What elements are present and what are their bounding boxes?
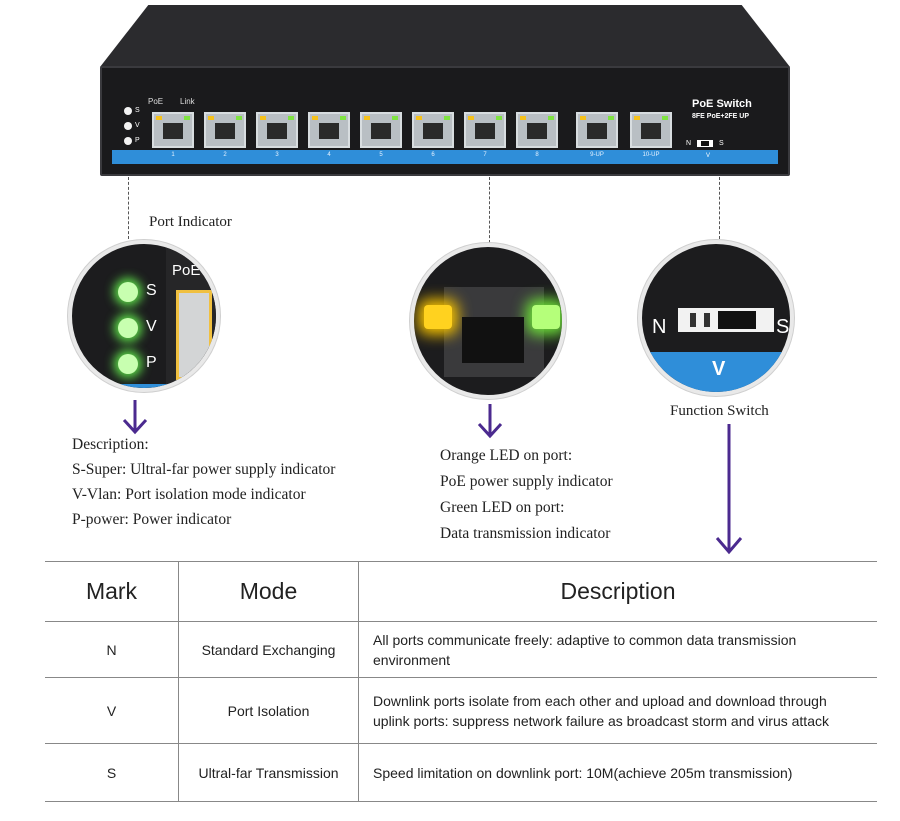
ethernet-port[interactable] [360,112,402,148]
ethernet-port[interactable] [204,112,246,148]
ethernet-port[interactable] [516,112,558,148]
row-mark: N [45,621,179,678]
function-switch-title: Function Switch [670,403,769,419]
indicator-label-v: V [146,318,157,335]
side-led-v-label: V [135,122,140,129]
indicator-description: Description: S-Super: Ultral-far power s… [72,432,335,532]
description-v: V-Vlan: Port isolation mode indicator [72,486,306,503]
port-indicator-title: Port Indicator [149,214,232,230]
description-p: P-power: Power indicator [72,511,232,528]
ethernet-port[interactable] [152,112,194,148]
green-led [532,305,560,329]
row-mark: S [45,743,179,802]
mode-table: Mark Mode Description N Standard Exchang… [45,561,877,802]
description-s: S-Super: Ultral-far power supply indicat… [72,461,336,478]
indicator-label-s: S [146,282,157,299]
arrow-down-icon [477,404,503,439]
row-mode: Ultral-far Transmission [178,743,359,802]
side-led-p-label: P [135,137,140,144]
row-mode: Port Isolation [178,677,359,744]
orange-led [424,305,452,329]
callout-function-switch: N S V [638,240,794,396]
side-led-s [124,107,132,115]
indicator-poe-crop: PoE [172,262,201,279]
connector-port-led [489,177,490,243]
header-mode: Mode [178,561,359,622]
indicator-led-v [118,318,138,338]
green-led-title: Green LED on port: [440,499,565,516]
switch-brand-title: PoE Switch [692,98,752,110]
indicator-led-s [118,282,138,302]
row-description: All ports communicate freely: adaptive t… [373,631,797,668]
ethernet-port[interactable] [576,112,618,148]
switch-v-label: V [706,153,711,159]
port-number-label: 4 [327,152,331,158]
table-row: V Port Isolation Downlink ports isolate … [45,677,877,744]
port-label-strip [112,150,778,164]
function-switch-s: S [776,316,790,338]
green-led-meaning: Data transmission indicator [440,525,611,542]
port-number-label: 8 [535,152,539,158]
indicator-led-p [118,354,138,374]
switch-model: 8FE PoE+2FE UP [692,113,749,120]
orange-led-title: Orange LED on port: [440,447,573,464]
ethernet-port[interactable] [412,112,454,148]
callout-port-indicator: S V P PoE [68,240,220,392]
connector-function-switch [719,177,720,239]
table-header-row: Mark Mode Description [45,561,877,622]
table-row: N Standard Exchanging All ports communic… [45,621,877,678]
switch-n-label: N [686,140,692,147]
poe-column-label: PoE [148,97,164,106]
ethernet-port[interactable] [630,112,672,148]
ethernet-port[interactable] [256,112,298,148]
header-mark: Mark [45,561,179,622]
ethernet-port[interactable] [464,112,506,148]
rj45-jack [462,317,524,363]
header-description: Description [560,578,676,604]
port-number-label: 10-UP [642,152,660,158]
port-number-label: 3 [275,152,279,158]
side-led-p [124,137,132,145]
port-number-label: 9-UP [590,152,604,158]
link-column-label: Link [180,97,195,106]
row-description: Downlink ports isolate from each other a… [373,692,829,729]
indicator-label-p: P [146,354,157,371]
arrow-down-icon [715,424,743,555]
row-description: Speed limitation on downlink port: 10M(a… [373,764,793,781]
function-switch-body [678,308,774,332]
ethernet-port[interactable] [308,112,350,148]
row-mark: V [45,677,179,744]
port-number-label: 6 [431,152,435,158]
orange-led-meaning: PoE power supply indicator [440,473,613,490]
port-number-label: 7 [483,152,487,158]
port-number-label: 5 [379,152,383,158]
led-description: Orange LED on port: PoE power supply ind… [440,443,613,547]
side-led-v [124,122,132,130]
side-led-s-label: S [135,107,140,114]
row-mode: Standard Exchanging [178,621,359,678]
arrow-down-icon [122,400,148,435]
function-switch-n: N [652,316,667,338]
connector-port-indicator [128,177,129,239]
switch-s-label: S [719,140,724,147]
description-heading: Description: [72,436,149,453]
table-row: S Ultral-far Transmission Speed limitati… [45,743,877,802]
function-switch-v: V [712,358,726,380]
callout-port-led [410,243,566,399]
function-switch-slider[interactable] [697,140,713,147]
switch-top-panel [100,5,790,67]
port-number-label: 2 [223,152,227,158]
port-number-label: 1 [171,152,175,158]
